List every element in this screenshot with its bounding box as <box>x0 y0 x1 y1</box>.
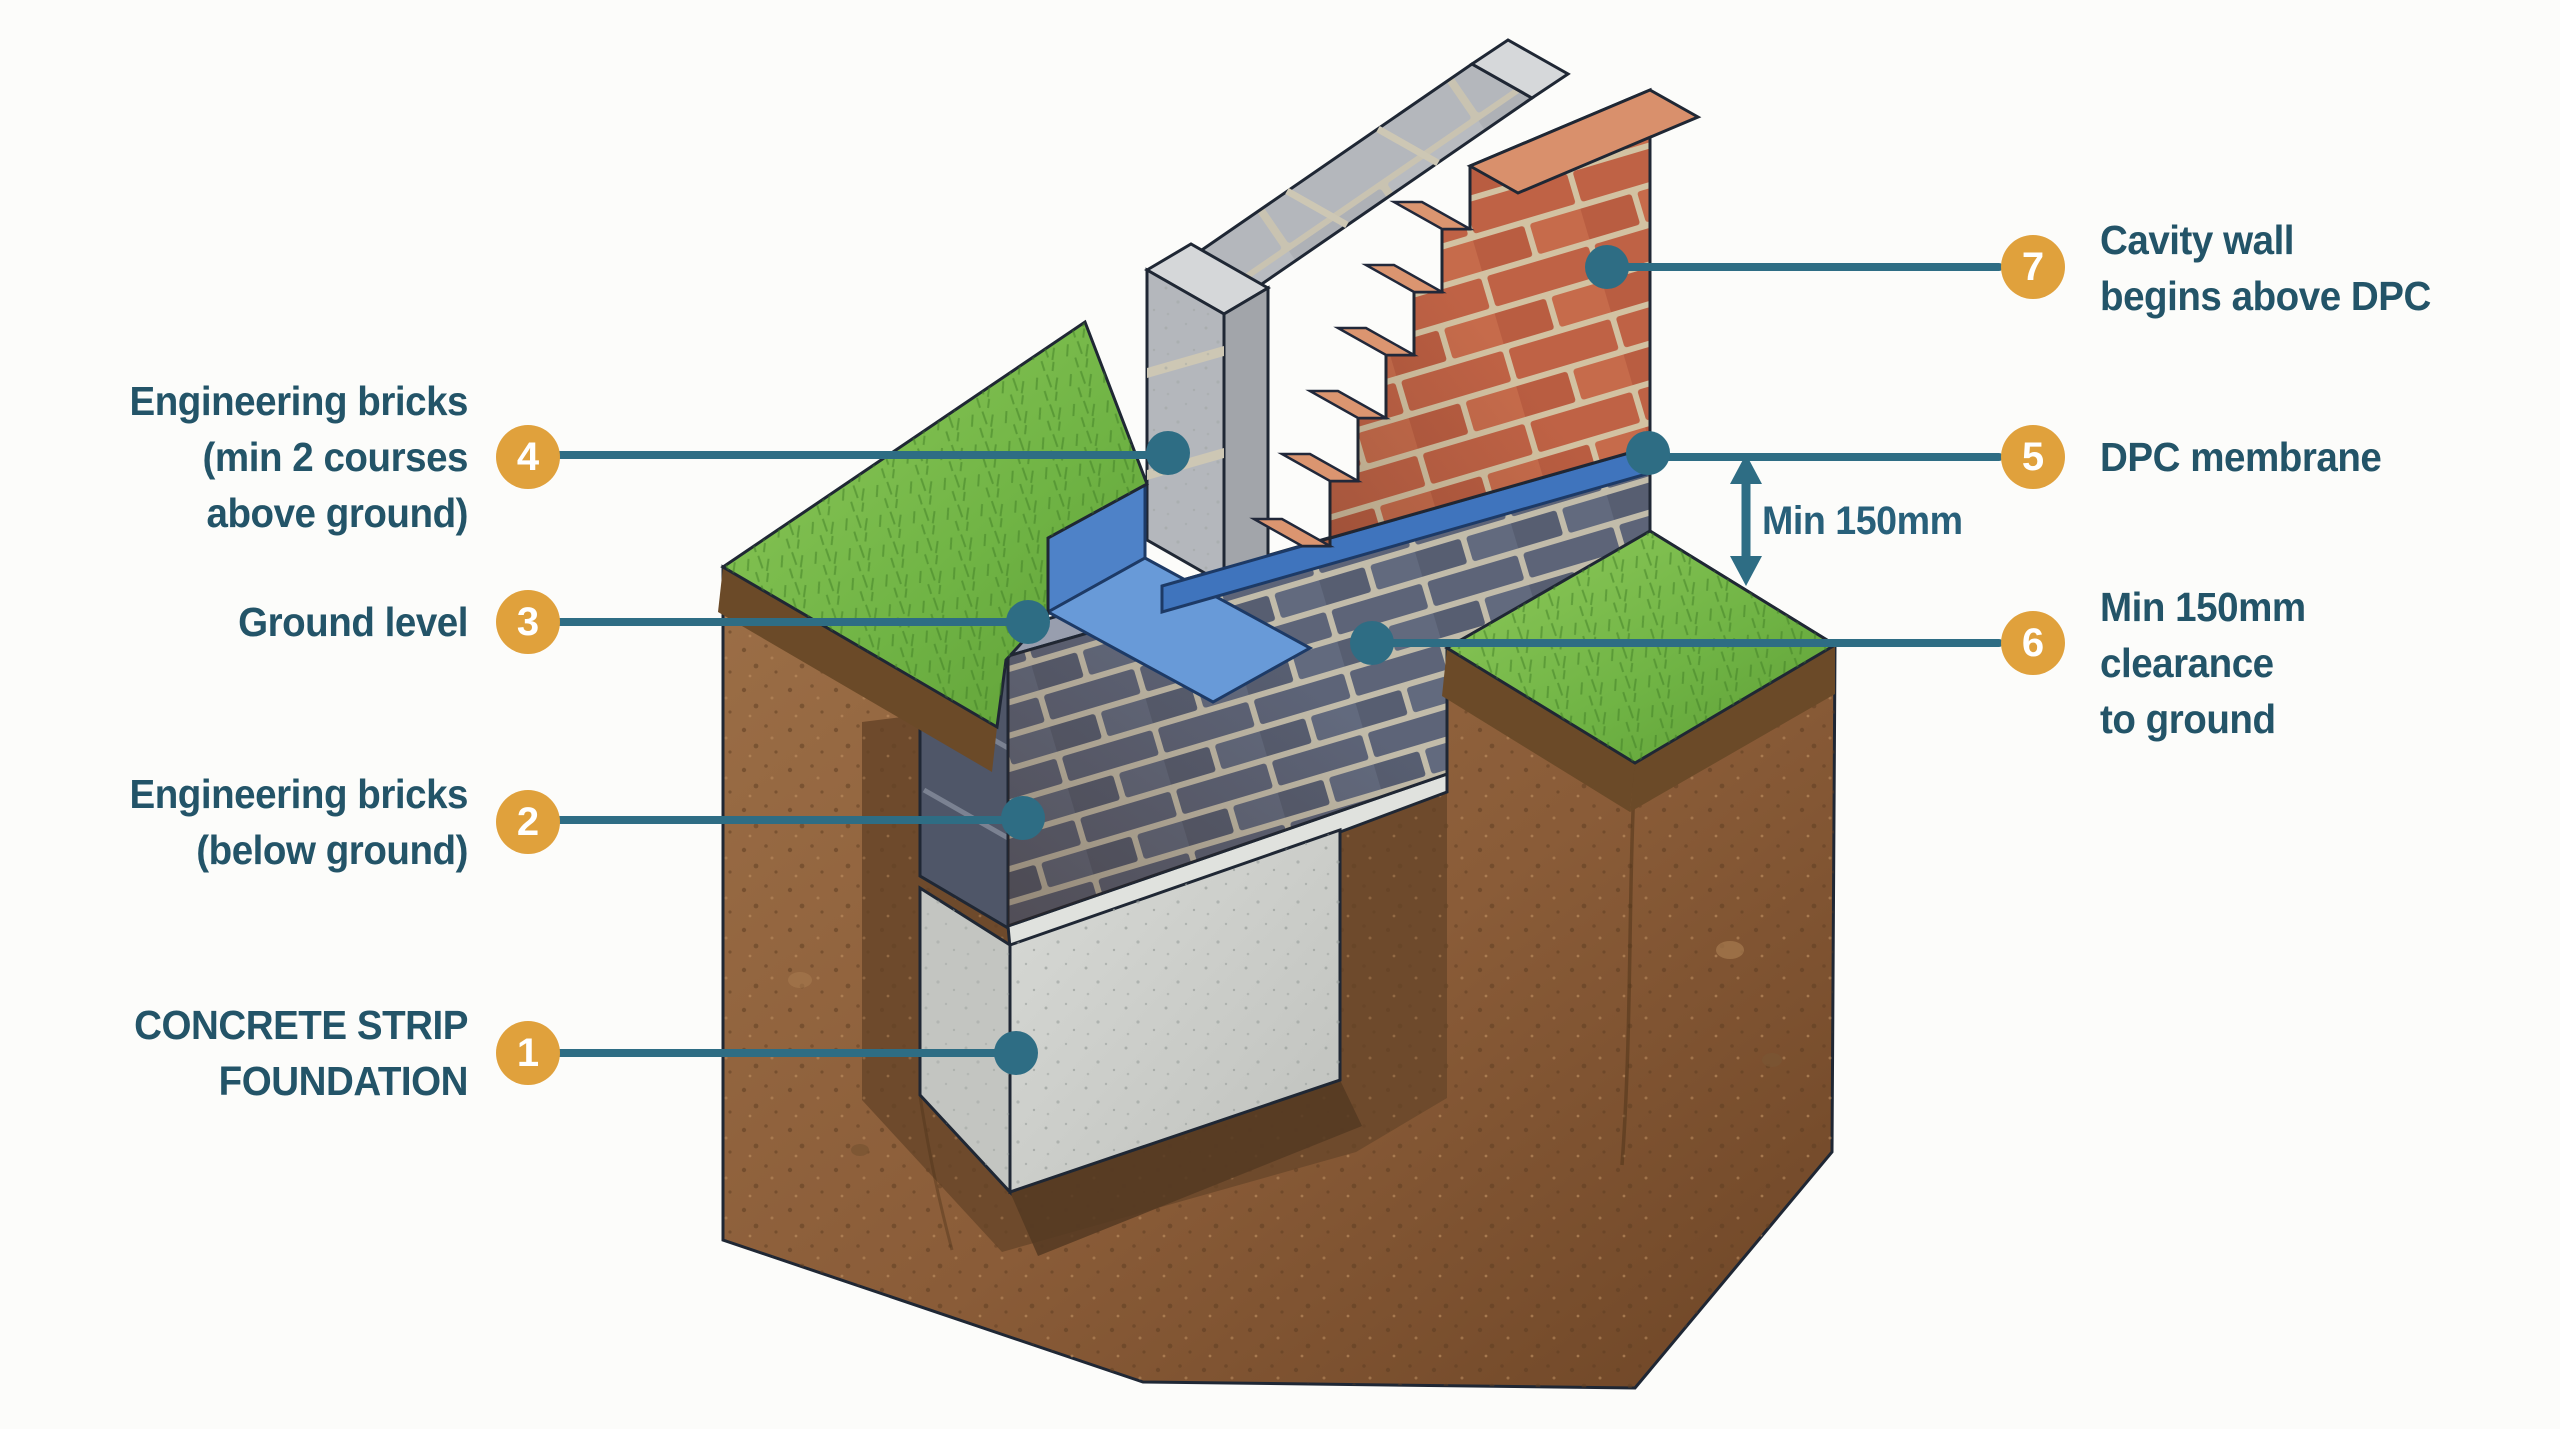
badge-6-number: 6 <box>2021 620 2045 665</box>
label-line: to ground <box>2100 696 2276 742</box>
leader-line-1 <box>556 1049 1016 1057</box>
label-min-150mm-clearance: Min 150mm clearance to ground <box>2100 579 2306 747</box>
label-line: clearance <box>2100 640 2274 686</box>
badge-2: 2 <box>496 790 560 854</box>
badge-3: 3 <box>496 590 560 654</box>
leader-line-5 <box>1648 453 2003 461</box>
badge-5-number: 5 <box>2021 434 2045 479</box>
badge-1-number: 1 <box>516 1030 540 1075</box>
concrete-strip-foundation <box>918 771 1449 1256</box>
label-line: CONCRETE STRIP <box>134 1002 468 1048</box>
badge-2-number: 2 <box>516 799 540 844</box>
label-line: begins above DPC <box>2100 273 2431 319</box>
callout-dot-7 <box>1585 245 1629 289</box>
label-dpc-membrane: DPC membrane <box>2100 429 2382 485</box>
label-line: Engineering bricks <box>129 378 468 424</box>
min-150mm-dimension-arrow-icon <box>1730 454 1762 586</box>
label-ground-level: Ground level <box>28 594 468 650</box>
badge-4: 4 <box>496 425 560 489</box>
badge-5: 5 <box>2001 425 2065 489</box>
label-line: (min 2 courses <box>202 434 469 480</box>
label-line: Ground level <box>238 599 468 645</box>
label-line: FOUNDATION <box>218 1058 469 1104</box>
leader-line-7 <box>1607 263 2003 271</box>
leader-line-3 <box>556 618 1028 626</box>
dimension-text: Min 150mm <box>1762 499 1963 543</box>
callout-dot-3 <box>1006 600 1050 644</box>
badge-1: 1 <box>496 1021 560 1085</box>
label-line: (below ground) <box>196 827 468 873</box>
label-engineering-bricks-above-ground: Engineering bricks (min 2 courses above … <box>28 373 468 541</box>
label-engineering-bricks-below-ground: Engineering bricks (below ground) <box>28 766 468 878</box>
badge-7: 7 <box>2001 235 2065 299</box>
badge-3-number: 3 <box>516 599 540 644</box>
callout-dot-4 <box>1146 431 1190 475</box>
callout-dot-1 <box>994 1031 1038 1075</box>
red-brick-outer-leaf <box>1249 87 1702 548</box>
label-cavity-wall-begins-above-dpc: Cavity wall begins above DPC <box>2100 212 2431 324</box>
leader-line-6 <box>1372 639 2003 647</box>
callout-dot-6 <box>1350 621 1394 665</box>
leader-line-4 <box>556 451 1168 459</box>
badge-7-number: 7 <box>2021 244 2045 289</box>
callout-dot-2 <box>1001 796 1045 840</box>
label-line: Min 150mm <box>2100 584 2306 630</box>
badge-4-number: 4 <box>516 434 540 479</box>
leader-line-2 <box>556 816 1023 824</box>
label-line: Engineering bricks <box>129 771 468 817</box>
label-line: Cavity wall <box>2100 217 2295 263</box>
callout-dot-5 <box>1626 431 1670 475</box>
label-concrete-strip-foundation: CONCRETE STRIP FOUNDATION <box>28 997 468 1109</box>
block-inner-leaf <box>1144 38 1571 587</box>
badge-6: 6 <box>2001 611 2065 675</box>
label-line: above ground) <box>206 490 468 536</box>
label-line: DPC membrane <box>2100 434 2382 480</box>
